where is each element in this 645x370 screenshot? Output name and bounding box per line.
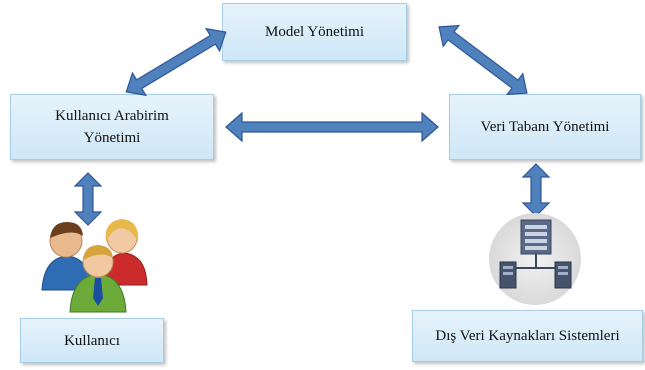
user-box: Kullanıcı xyxy=(20,318,164,363)
server-icon xyxy=(489,213,581,305)
ui-management-label-line1: Kullanıcı Arabirim xyxy=(55,108,169,124)
ui-model-arrow xyxy=(125,27,227,97)
ui-user-arrow xyxy=(73,172,103,226)
database-management-box: Veri Tabanı Yönetimi xyxy=(449,94,641,160)
ui-management-label-line2: Yönetimi xyxy=(83,130,141,146)
user-interface-management-box: Kullanıcı Arabirim Yönetimi xyxy=(10,94,214,160)
model-db-arrow xyxy=(438,24,528,96)
external-data-sources-label: Dış Veri Kaynakları Sistemleri xyxy=(435,328,620,344)
model-management-box: Model Yönetimi xyxy=(222,3,407,61)
external-data-sources-box: Dış Veri Kaynakları Sistemleri xyxy=(412,310,643,362)
database-management-label: Veri Tabanı Yönetimi xyxy=(480,119,610,135)
ui-db-arrow xyxy=(225,111,439,143)
user-label: Kullanıcı xyxy=(64,332,120,349)
users-group-icon xyxy=(41,219,148,313)
model-management-label: Model Yönetimi xyxy=(264,24,365,40)
db-server-arrow xyxy=(521,163,551,217)
